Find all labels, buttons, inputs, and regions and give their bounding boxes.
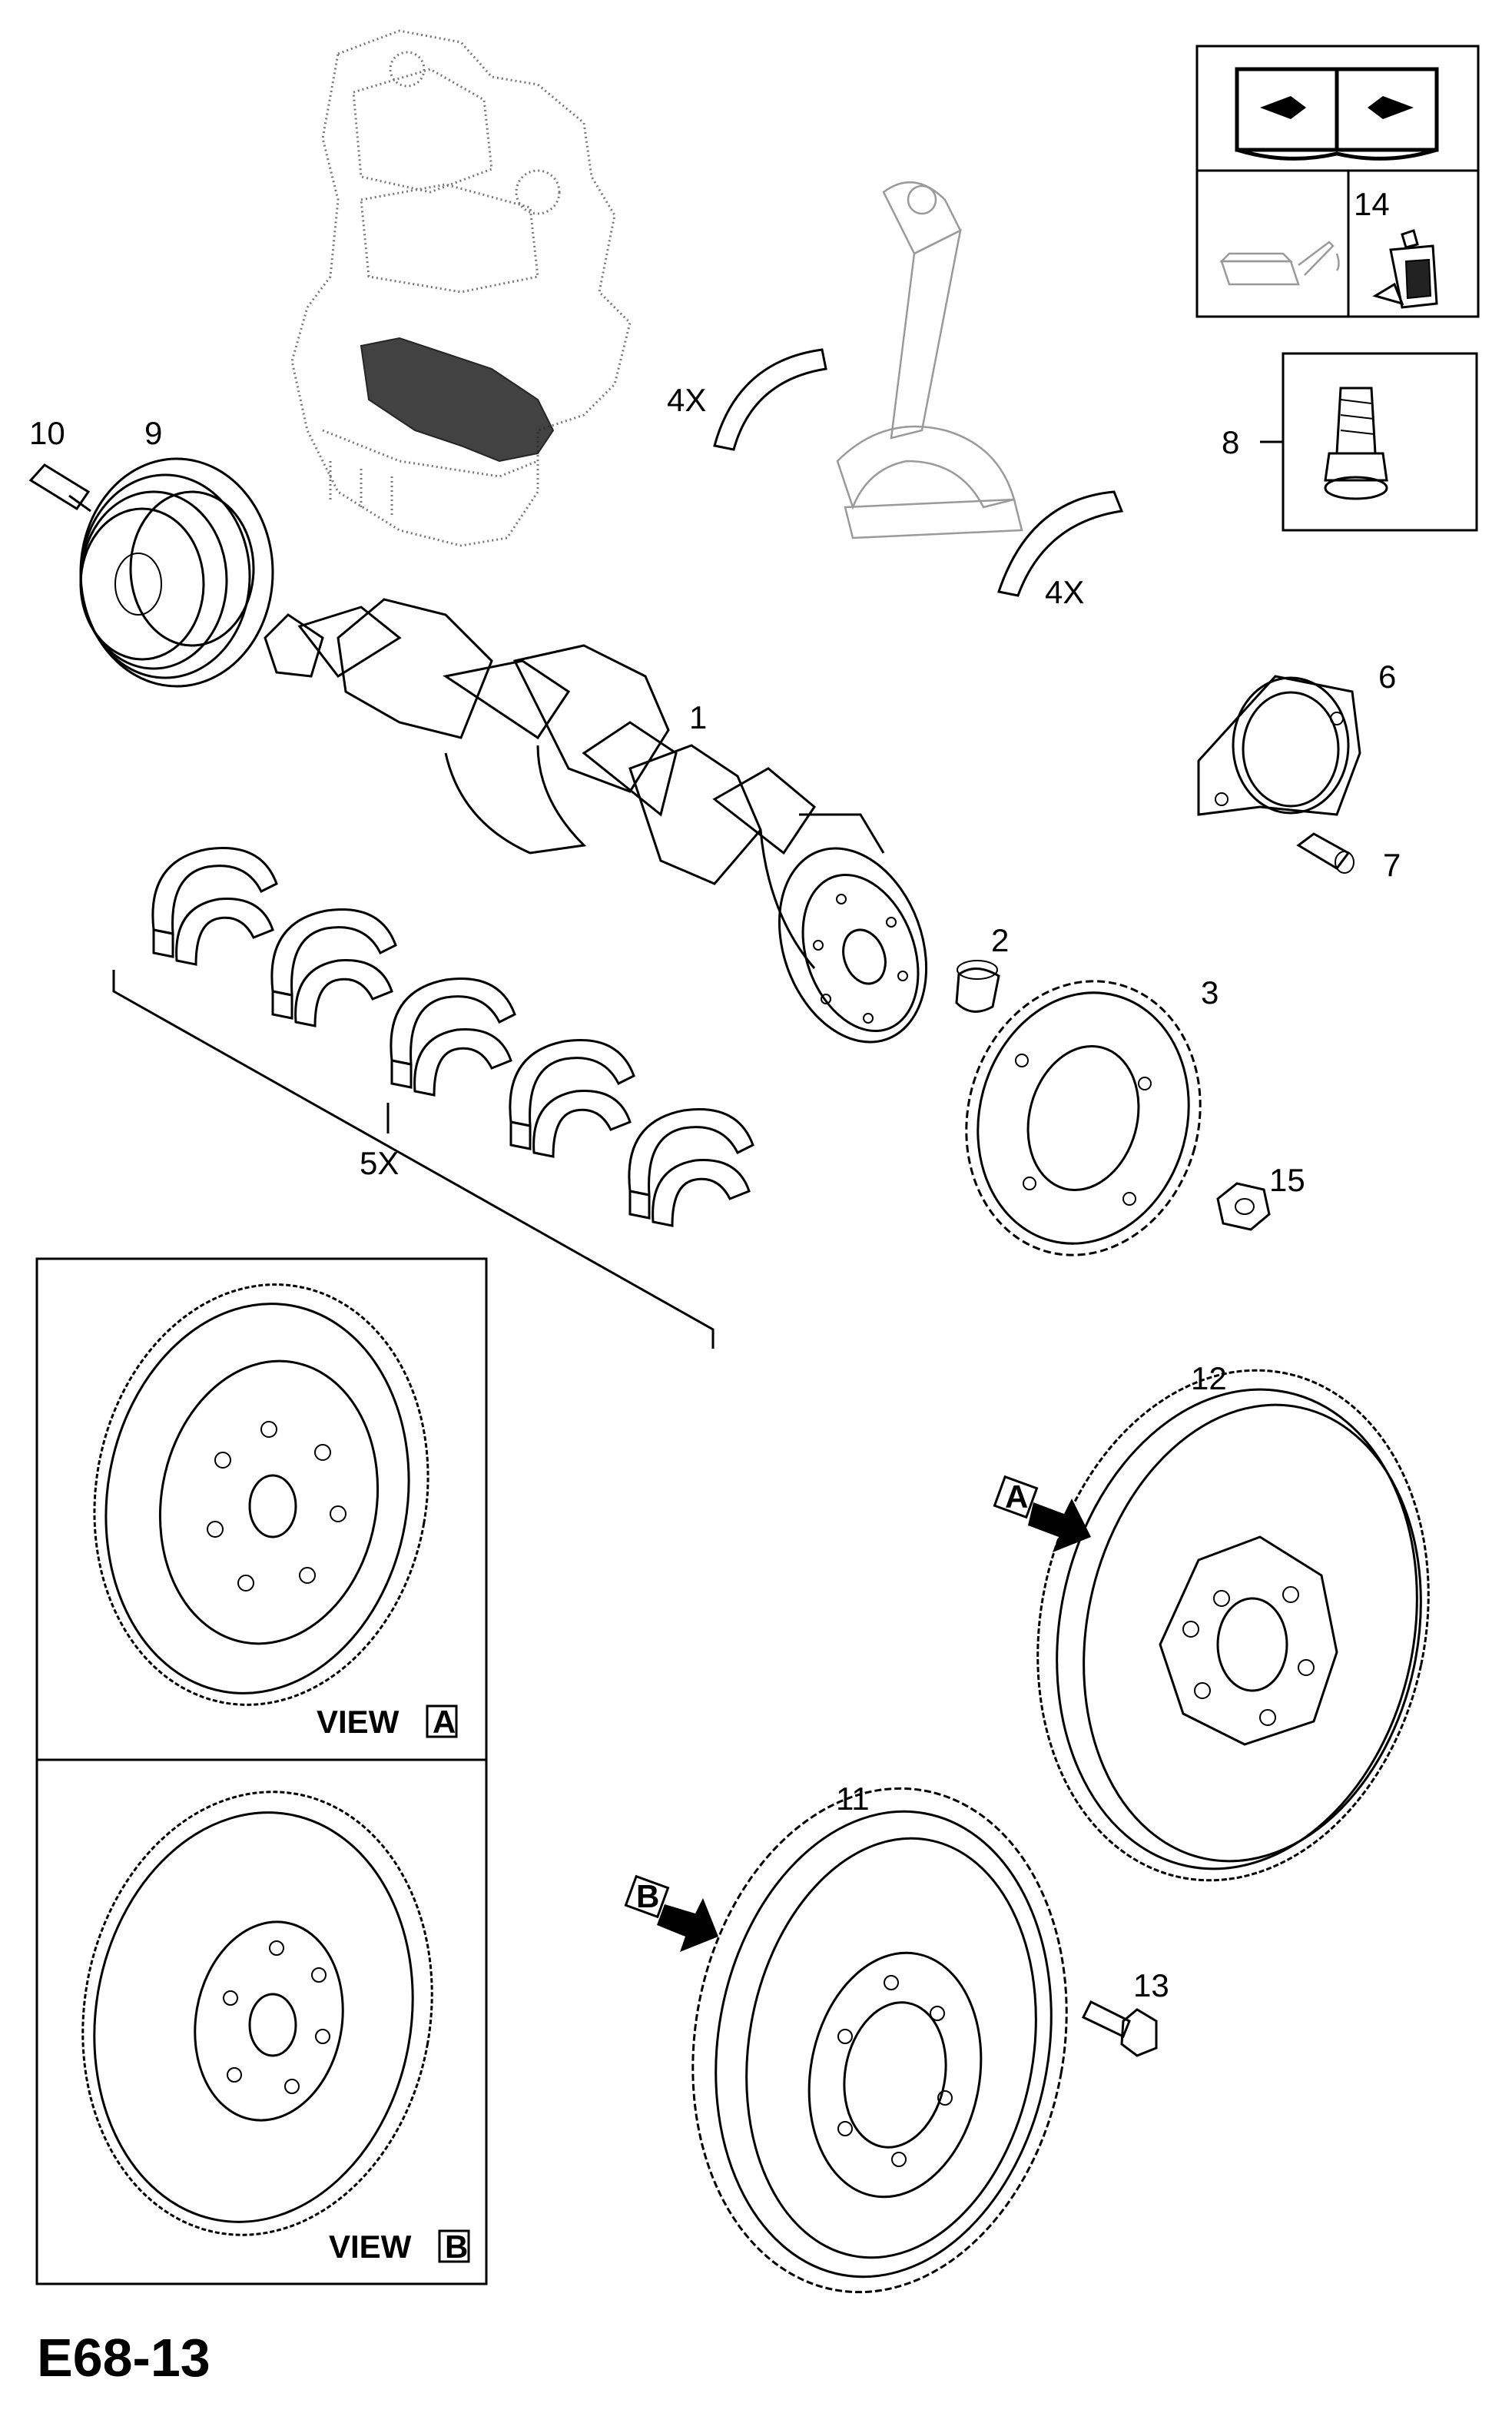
view-b-direction-arrow [624, 1874, 718, 1952]
callout-5x: 5X [360, 1145, 399, 1181]
dowel-pin [955, 960, 1000, 1013]
view-b-panel [35, 1758, 488, 2285]
view-a-direction-arrow [993, 1475, 1091, 1552]
flywheel-bolt [1081, 2000, 1158, 2057]
rear-oil-seal-housing [1197, 675, 1361, 816]
arrow-a-letter: A [1005, 1479, 1028, 1515]
callout-2: 2 [991, 922, 1009, 958]
flywheel [691, 1787, 1068, 2294]
manual-book-wrench-icon [1235, 67, 1439, 161]
engine-block-reference [290, 29, 632, 547]
callout-14: 14 [1354, 186, 1390, 222]
callout-4x-bottom: 4X [1045, 574, 1084, 610]
seal-housing-bolt [1296, 832, 1354, 874]
connecting-rod-reference [836, 181, 1023, 539]
reluctor-ring [965, 980, 1202, 1256]
view-a-letter: A [433, 1704, 456, 1740]
callout-3: 3 [1201, 974, 1219, 1011]
view-a-label: VIEW [317, 1704, 400, 1740]
main-bearing-shells [151, 847, 754, 1227]
oil-can-icon [1219, 241, 1340, 286]
flywheel-bolt-box [1260, 352, 1478, 532]
callout-11: 11 [836, 1781, 870, 1817]
view-b-label: VIEW [329, 2229, 412, 2265]
bearing-group-bracket [112, 970, 715, 1349]
callout-12: 12 [1191, 1360, 1227, 1396]
callout-4x-top: 4X [667, 382, 706, 418]
view-a-panel [35, 1257, 488, 1761]
service-legend-box: 14 [1195, 45, 1480, 318]
diagram-code: E68-13 [37, 2328, 211, 2388]
callout-15: 15 [1269, 1162, 1305, 1198]
view-a-letter-box [426, 1704, 458, 1738]
connecting-rod-bearing-shell-bottom [997, 490, 1124, 597]
crankshaft [264, 598, 928, 1044]
callout-13: 13 [1133, 1967, 1169, 2003]
callout-1: 1 [689, 699, 707, 735]
threadlock-bottle-icon [1372, 229, 1438, 309]
arrow-b-letter: B [636, 1878, 659, 1914]
callout-10: 10 [29, 415, 65, 451]
callout-6: 6 [1378, 659, 1396, 695]
nut [1216, 1182, 1271, 1231]
callout-7: 7 [1383, 847, 1401, 883]
pulley-bolt [28, 463, 91, 513]
callout-9: 9 [144, 415, 162, 451]
connecting-rod-bearing-shell-top [713, 348, 827, 451]
dual-mass-flywheel [1036, 1369, 1430, 1882]
view-b-letter: B [445, 2229, 468, 2265]
callout-8: 8 [1222, 424, 1239, 460]
crankshaft-pulley [79, 457, 274, 688]
view-b-letter-box [438, 2229, 470, 2263]
